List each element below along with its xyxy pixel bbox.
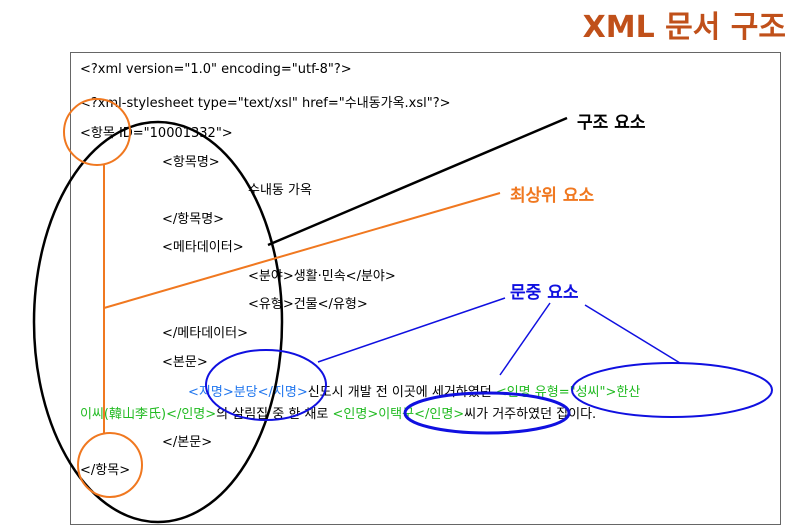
person-tag: 이씨(韓山李氏)</인명>	[80, 407, 217, 422]
structure-pointer	[267, 116, 568, 247]
person-tag: <인명>이택구</인명>	[332, 407, 465, 422]
code-line: </항목명>	[162, 212, 225, 227]
inline-ellipse-person2	[403, 391, 571, 435]
xml-code-box	[70, 52, 781, 525]
code-line: <분야>생활·민속</분야>	[248, 269, 396, 284]
code-line: <유형>건물</유형>	[248, 297, 368, 312]
label-inline: 문중 요소	[510, 283, 579, 303]
root-start-circle	[63, 98, 131, 166]
code-line: </항목>	[80, 463, 131, 478]
code-line: </본문>	[162, 435, 213, 450]
inline-ellipse-place	[205, 349, 327, 421]
inline-pointer	[317, 297, 506, 363]
inline-pointer	[584, 304, 681, 364]
label-root: 최상위 요소	[510, 186, 595, 206]
root-end-circle	[77, 432, 143, 498]
text: 씨가 거주하였던 집이다.	[464, 407, 597, 422]
code-line: <항목명>	[162, 155, 220, 170]
code-line: 수내동 가옥	[248, 183, 312, 198]
structure-ellipse	[32, 120, 284, 524]
page-title: XML 문서 구조	[582, 10, 786, 45]
code-line: <?xml version="1.0" encoding="utf-8"?>	[80, 62, 352, 77]
label-structure: 구조 요소	[577, 113, 646, 133]
code-line: <본문>	[162, 355, 208, 370]
code-line: <?xml-stylesheet type="text/xsl" href="수…	[80, 96, 451, 111]
root-pointer	[103, 192, 501, 309]
inline-pointer	[499, 302, 551, 376]
code-line: <메타데이터>	[162, 240, 244, 255]
place-tag: <지명>분당</지명>	[188, 385, 308, 400]
code-line: </메타데이터>	[162, 326, 248, 341]
inline-ellipse-person1	[571, 362, 773, 418]
